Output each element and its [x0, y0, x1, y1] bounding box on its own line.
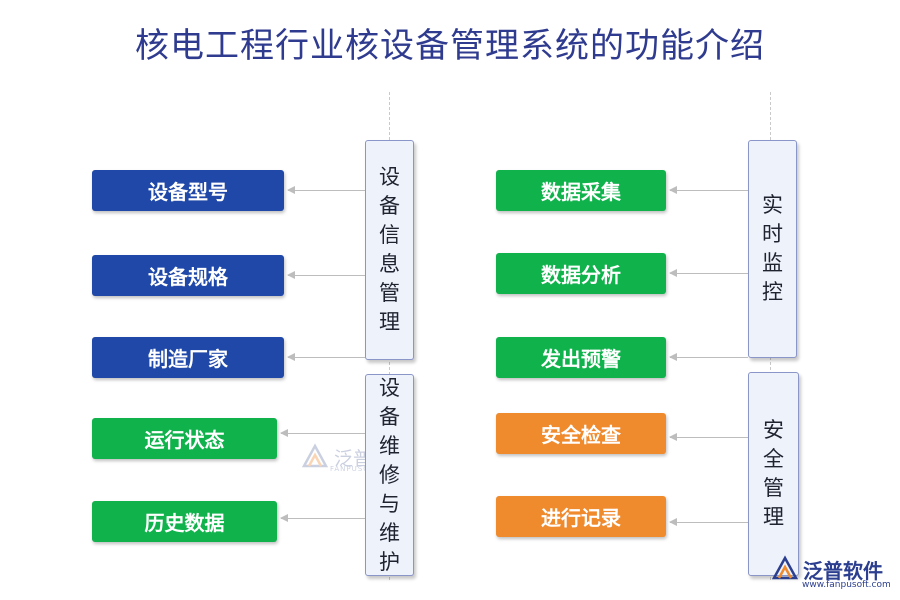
box-data-collection[interactable]: 数据采集	[496, 170, 666, 211]
arrow-manufacturer	[287, 353, 365, 361]
arrow-device-spec	[287, 271, 365, 279]
arrow-safety-check	[669, 433, 748, 441]
page-title: 核电工程行业核设备管理系统的功能介绍	[135, 26, 765, 66]
arrow-running-status	[280, 429, 365, 437]
panel-device-info: 设备信息管理	[365, 140, 414, 360]
box-issue-warning[interactable]: 发出预警	[496, 337, 666, 378]
arrow-make-record	[669, 518, 748, 526]
panel-device-info-label: 设备信息管理	[379, 165, 400, 334]
box-manufacturer[interactable]: 制造厂家	[92, 337, 284, 378]
arrow-issue-warning	[669, 353, 748, 361]
box-safety-check[interactable]: 安全检查	[496, 413, 666, 454]
box-running-status[interactable]: 运行状态	[92, 418, 277, 459]
brand-logo-icon	[771, 555, 799, 580]
panel-safety-management: 安全管理	[748, 372, 799, 576]
watermark-corner: 泛普软件 www.fanpusoft.com	[770, 554, 891, 590]
panel-device-maintenance-label: 设备维修与维护	[379, 375, 400, 574]
box-history-data[interactable]: 历史数据	[92, 501, 277, 542]
box-data-analysis[interactable]: 数据分析	[496, 253, 666, 294]
arrow-history-data	[280, 514, 365, 522]
box-make-record[interactable]: 进行记录	[496, 496, 666, 537]
panel-device-maintenance: 设备维修与维护	[365, 374, 414, 576]
panel-safety-management-label: 安全管理	[763, 418, 784, 529]
watermark-corner-brand: 泛普软件	[803, 558, 883, 583]
arrow-device-model	[287, 186, 365, 194]
box-device-spec[interactable]: 设备规格	[92, 255, 284, 296]
brand-logo-icon	[301, 443, 329, 468]
watermark-corner-domain: www.fanpusoft.com	[802, 580, 891, 590]
arrow-data-collection	[669, 186, 748, 194]
panel-realtime-monitor: 实时监控	[748, 140, 797, 358]
box-device-model[interactable]: 设备型号	[92, 170, 284, 211]
panel-realtime-monitor-label: 实时监控	[762, 193, 783, 304]
arrow-data-analysis	[669, 269, 748, 277]
